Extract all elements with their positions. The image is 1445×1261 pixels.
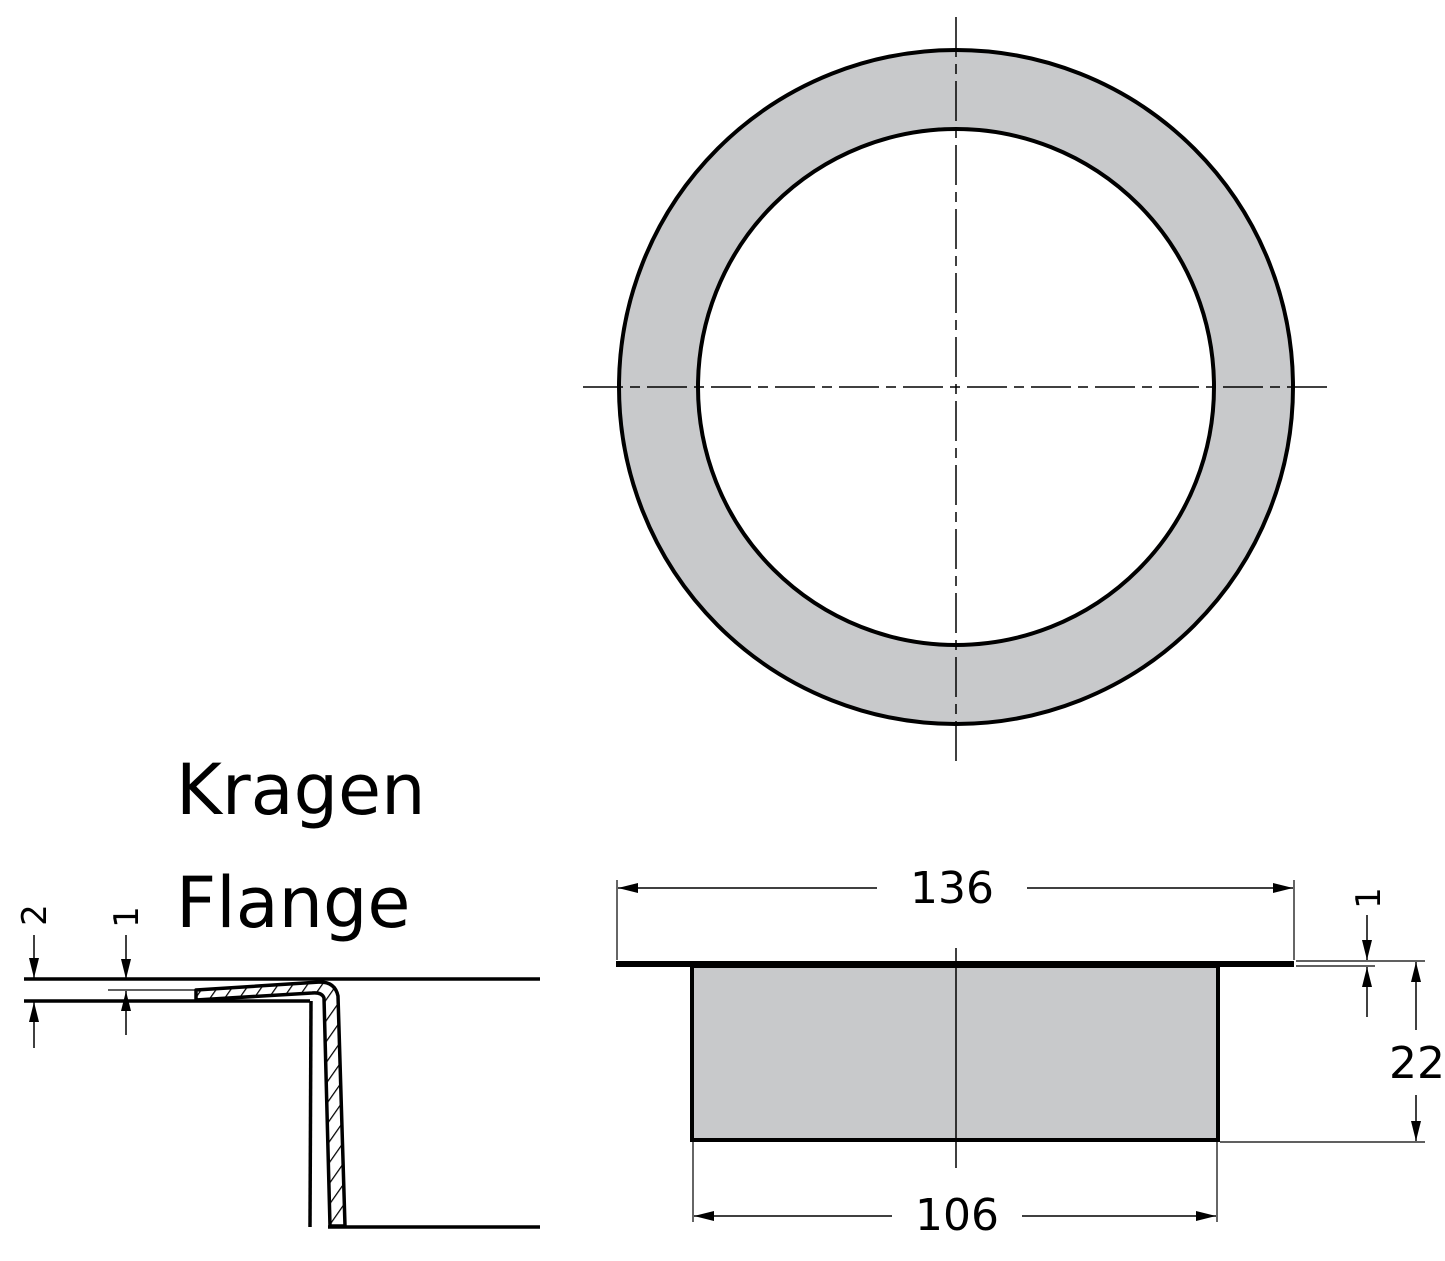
flange-profile-hatched [194, 980, 347, 1228]
side-body [690, 964, 1220, 1142]
dim-1-side-label: 1 [1349, 887, 1389, 909]
dim-136-label: 136 [910, 863, 994, 914]
dim-1-detail-label: 1 [107, 906, 147, 928]
title-english: Flange [176, 862, 410, 944]
side-flange [616, 961, 1294, 967]
top-view-ring [583, 17, 1327, 765]
side-view: 136 106 1 22 [616, 863, 1445, 1241]
dim-106-label: 106 [915, 1190, 999, 1241]
dim-22-label: 22 [1389, 1038, 1445, 1089]
detail-section: 2 1 [15, 904, 540, 1229]
title-block: Kragen Flange [176, 749, 425, 944]
title-german: Kragen [176, 749, 425, 831]
dim-2-label: 2 [15, 904, 55, 926]
